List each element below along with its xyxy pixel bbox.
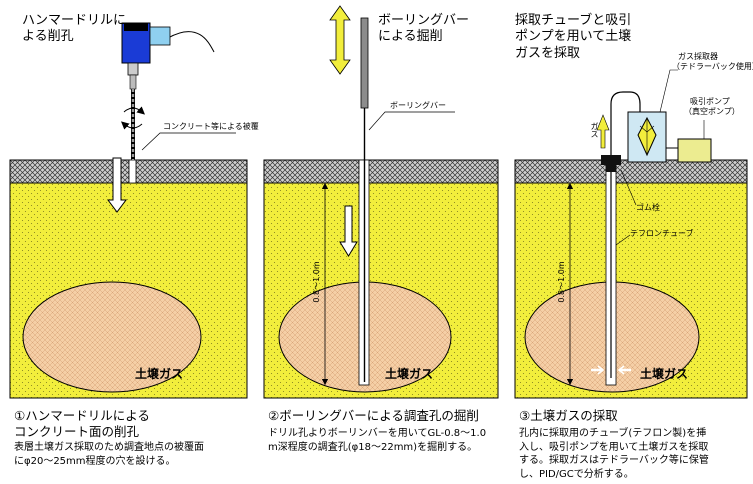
panel-1-cover-leader bbox=[141, 132, 236, 151]
gas-sampler-icon bbox=[627, 111, 667, 163]
panel-3-caption-body-line-4: し、PID/GCで分析する。 bbox=[519, 468, 634, 480]
panel-2-depth-label: 0.8～1.0m bbox=[312, 261, 321, 302]
panel-1-caption-title: ①ハンマードリルによる コンクリート面の削孔 bbox=[14, 408, 150, 439]
panel-1-soil-gas-zone bbox=[22, 281, 202, 393]
panel-2-title: ボーリングバー による掘削 bbox=[378, 13, 469, 46]
panel-1-caption-title-line-1: ①ハンマードリルによる bbox=[14, 408, 150, 423]
panel-3-sampler-label: ガス採取器 （テドラーバック使用） bbox=[672, 52, 753, 72]
panel-1-gas-label: 土壌ガス bbox=[135, 367, 184, 381]
panel-1-title-line-1: ハンマードリルに bbox=[22, 13, 127, 28]
panel-3-caption-body-line-1: 孔内に採取用のチューブ(テフロン製)を挿 bbox=[519, 428, 707, 439]
rotation-arrow-icon bbox=[123, 106, 145, 115]
panel-3-pump-label: 吸引ポンプ （真空ポンプ） bbox=[684, 97, 740, 117]
panel-1-title: ハンマードリルに よる削孔 bbox=[22, 13, 126, 46]
panel-2-surface-cover bbox=[263, 159, 499, 184]
panel-3-title-line-1: 採取チューブと吸引 bbox=[515, 13, 632, 28]
panel-2-caption-title: ②ボーリングバーによる調査孔の掘削 bbox=[268, 408, 479, 424]
panel-2-gas-label: 土壌ガス bbox=[385, 367, 434, 381]
panel-3-pump-label-line-2: （真空ポンプ） bbox=[684, 107, 740, 116]
panel-2-caption-body-line-2: m深程度の調査孔(φ18～22mm)を掘削する。 bbox=[268, 441, 478, 453]
panel-3-depth-label: 0.8～1.0m bbox=[557, 261, 566, 302]
panel-3-caption-title: ③土壌ガスの採取 bbox=[519, 408, 618, 424]
panel-3-sampler-label-line-1: ガス採取器 bbox=[678, 52, 718, 61]
panel-3-surface-cover bbox=[514, 159, 748, 184]
panel-3-gas-sampling bbox=[514, 69, 748, 399]
hammer-drill-icon bbox=[121, 22, 215, 160]
panel-3-pump-label-line-1: 吸引ポンプ bbox=[690, 97, 730, 106]
vacuum-pump-icon bbox=[677, 138, 712, 163]
sampling-tube-line bbox=[610, 91, 641, 155]
panel-3-caption-body: 孔内に採取用のチューブ(テフロン製)を挿 入し、吸引ポンプを用いて土壌ガスを採取… bbox=[519, 427, 709, 481]
panel-1-caption-body-line-1: 表層土壌ガス採取のため調査地点の被覆面 bbox=[14, 442, 204, 453]
panel-1-drill-direction-arrow bbox=[107, 157, 127, 213]
panel-3-title-line-2: ポンプを用いて土壌 bbox=[515, 29, 632, 45]
panel-2-boring-bar bbox=[263, 5, 499, 399]
panel-3-gas-label: 土壌ガス bbox=[640, 367, 689, 381]
panel-3-title: 採取チューブと吸引 ポンプを用いて土壌 ガスを採取 bbox=[515, 13, 631, 62]
panel-1-caption-body-line-2: にφ20～25mm程度の穴を設ける。 bbox=[14, 455, 176, 467]
panel-2-title-line-2: による掘削 bbox=[378, 29, 443, 45]
panel-3-caption-body-line-2: 入し、吸引ポンプを用いて土壌ガスを採取 bbox=[519, 441, 709, 453]
panel-3-sampler-label-line-2: （テドラーバック使用） bbox=[672, 62, 753, 71]
panel-2-caption-title-line-1: ②ボーリングバーによる調査孔の掘削 bbox=[268, 408, 479, 423]
panel-3-caption-title-line-1: ③土壌ガスの採取 bbox=[519, 408, 618, 423]
panel-1-surface-cover bbox=[9, 159, 248, 184]
panel-2-bar-leader bbox=[368, 111, 455, 131]
panel-3-sampler-leader bbox=[659, 69, 678, 113]
gas-flow-arrow bbox=[596, 114, 610, 149]
panel-1-hammer-drill bbox=[9, 22, 248, 399]
boring-bar-icon bbox=[360, 17, 369, 382]
panel-2-title-line-1: ボーリングバー bbox=[378, 13, 470, 28]
gas-intake-arrows bbox=[591, 365, 631, 375]
panel-1-caption-title-line-2: コンクリート面の削孔 bbox=[14, 423, 140, 439]
panel-3-caption-body-line-3: する。採取ガスはテドラーバック等に保管 bbox=[519, 455, 709, 466]
panel-2-caption-body-line-1: ドリル孔よりボーリンバーを用いてGL-0.8～1.0 bbox=[268, 428, 487, 439]
up-down-motion-arrow bbox=[329, 5, 351, 75]
panel-2-caption-body: ドリル孔よりボーリンバーを用いてGL-0.8～1.0 m深程度の調査孔(φ18～… bbox=[268, 427, 486, 454]
panel-1-caption-body: 表層土壌ガス採取のため調査地点の被覆面 にφ20～25mm程度の穴を設ける。 bbox=[14, 441, 204, 468]
panel-3-tube-leader bbox=[615, 234, 631, 246]
panel-3-tube-label: テフロンチューブ bbox=[630, 229, 694, 238]
rubber-plug-icon bbox=[601, 155, 621, 165]
panel-3-plug-leader bbox=[620, 169, 637, 206]
panel-2-excavation-arrow bbox=[339, 205, 358, 257]
panel-1-cover-label: コンクリート等による被覆 bbox=[163, 122, 259, 131]
panel-3-plug-label: ゴム栓 bbox=[636, 203, 660, 212]
panel-2-bar-label: ボーリングバー bbox=[390, 101, 446, 110]
panel-3-gas-flow-label: ガス bbox=[590, 122, 599, 138]
panel-1-title-line-2: よる削孔 bbox=[22, 29, 74, 45]
panel-1-drill-hole bbox=[128, 159, 137, 184]
panel-3-title-line-3: ガスを採取 bbox=[515, 45, 581, 61]
